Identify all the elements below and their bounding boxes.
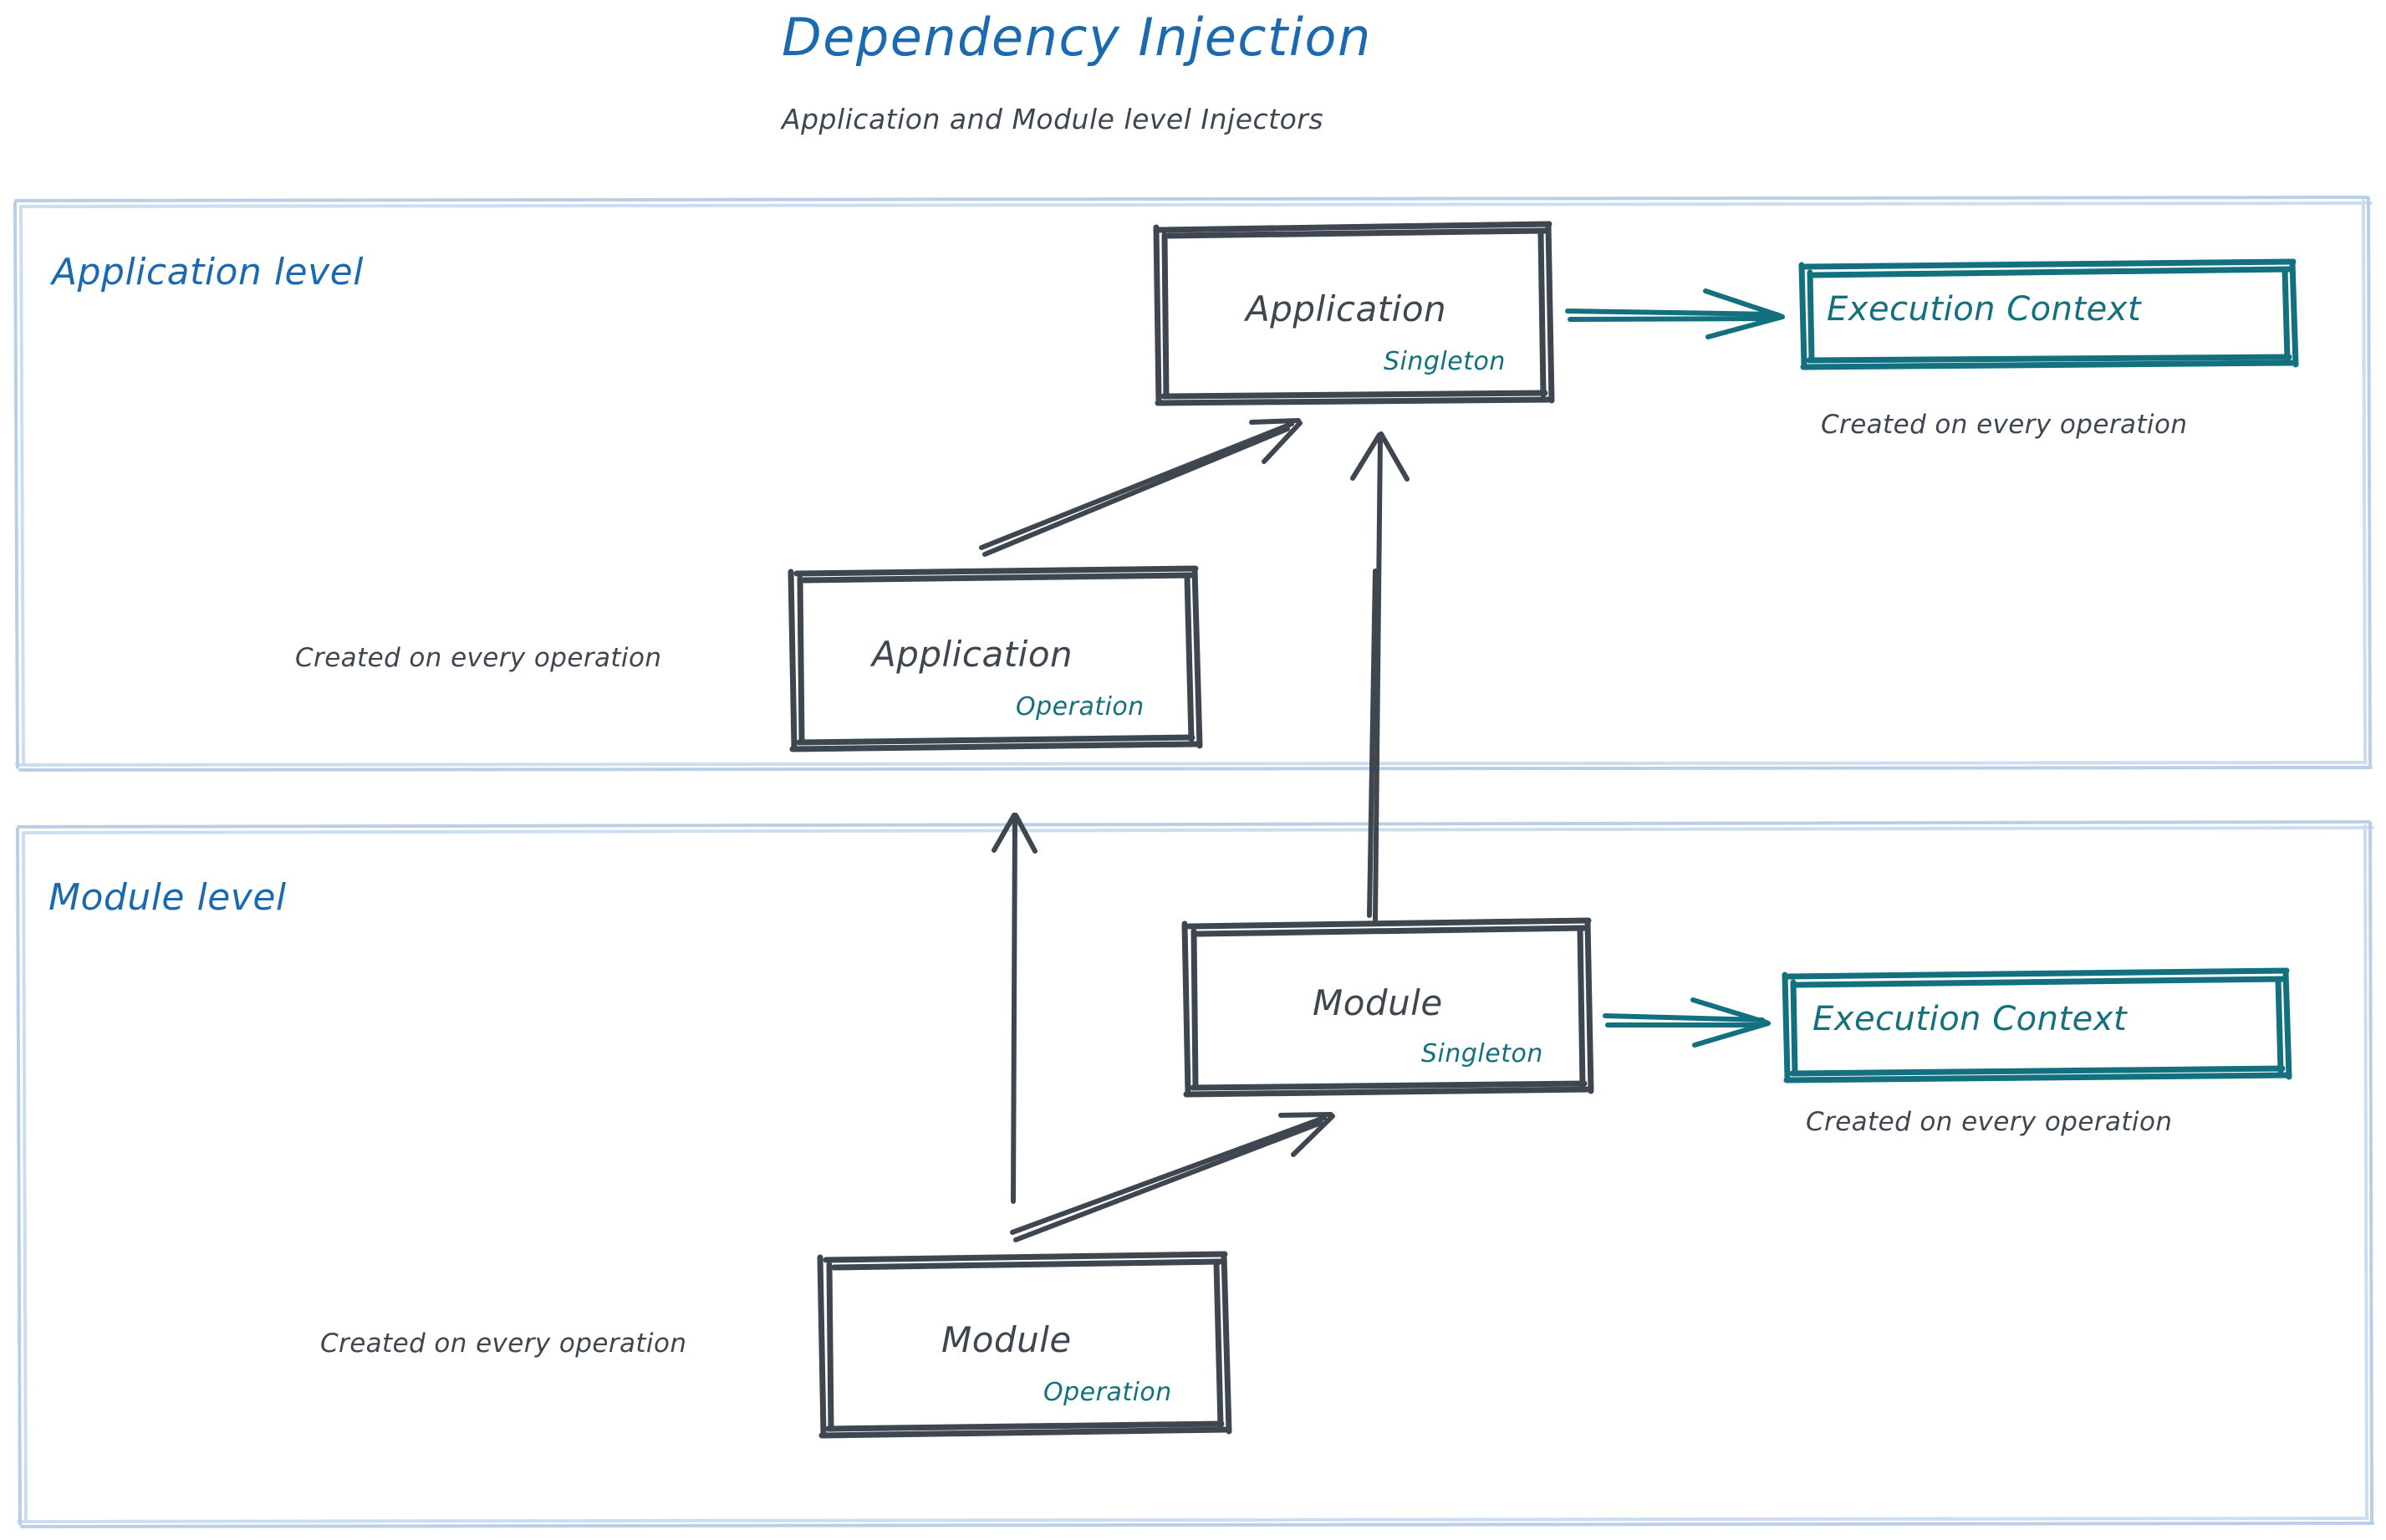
- application-operation-caption: Created on every operation: [295, 643, 662, 673]
- edge-module-operation-to-module-singleton: [1010, 1112, 1335, 1242]
- section-label-module-level: Module level: [48, 876, 287, 919]
- module-operation-caption: Created on every operation: [320, 1328, 687, 1359]
- application-execution-context-caption: Created on every operation: [1821, 410, 2188, 440]
- module-operation-box[interactable]: [817, 1251, 1232, 1439]
- edge-app-operation-to-app-singleton: [979, 418, 1303, 557]
- edge-module-singleton-to-execution-context: [1603, 997, 1771, 1048]
- module-execution-context-title: Execution Context: [1812, 1000, 2128, 1038]
- page-title: Dependency Injection: [782, 7, 1372, 68]
- module-execution-context-box[interactable]: [1782, 967, 2292, 1084]
- application-operation-stereotype: Operation: [1016, 692, 1145, 722]
- application-execution-context-title: Execution Context: [1827, 290, 2142, 329]
- application-execution-context-box[interactable]: [1798, 258, 2299, 370]
- section-label-application-level: Application level: [52, 251, 364, 293]
- module-level-container: [16, 820, 2374, 1528]
- application-singleton-box[interactable]: [1153, 221, 1555, 406]
- module-operation-stereotype: Operation: [1043, 1378, 1172, 1407]
- module-singleton-title: Module: [1313, 982, 1443, 1023]
- application-operation-title: Application: [872, 634, 1073, 675]
- application-singleton-title: Application: [1246, 288, 1447, 329]
- page-subtitle: Application and Module level Injectors: [782, 103, 1324, 135]
- module-singleton-stereotype: Singleton: [1421, 1039, 1543, 1068]
- application-operation-box[interactable]: [788, 565, 1203, 752]
- edge-module-operation-to-app-operation: [992, 813, 1038, 1204]
- application-level-container: [13, 196, 2373, 772]
- edge-module-singleton-to-app-singleton: [1350, 431, 1410, 922]
- module-operation-title: Module: [941, 1319, 1072, 1360]
- edge-app-singleton-to-execution-context: [1565, 288, 1785, 339]
- module-singleton-box[interactable]: [1181, 917, 1594, 1098]
- application-singleton-stereotype: Singleton: [1384, 347, 1506, 376]
- module-execution-context-caption: Created on every operation: [1806, 1107, 2173, 1137]
